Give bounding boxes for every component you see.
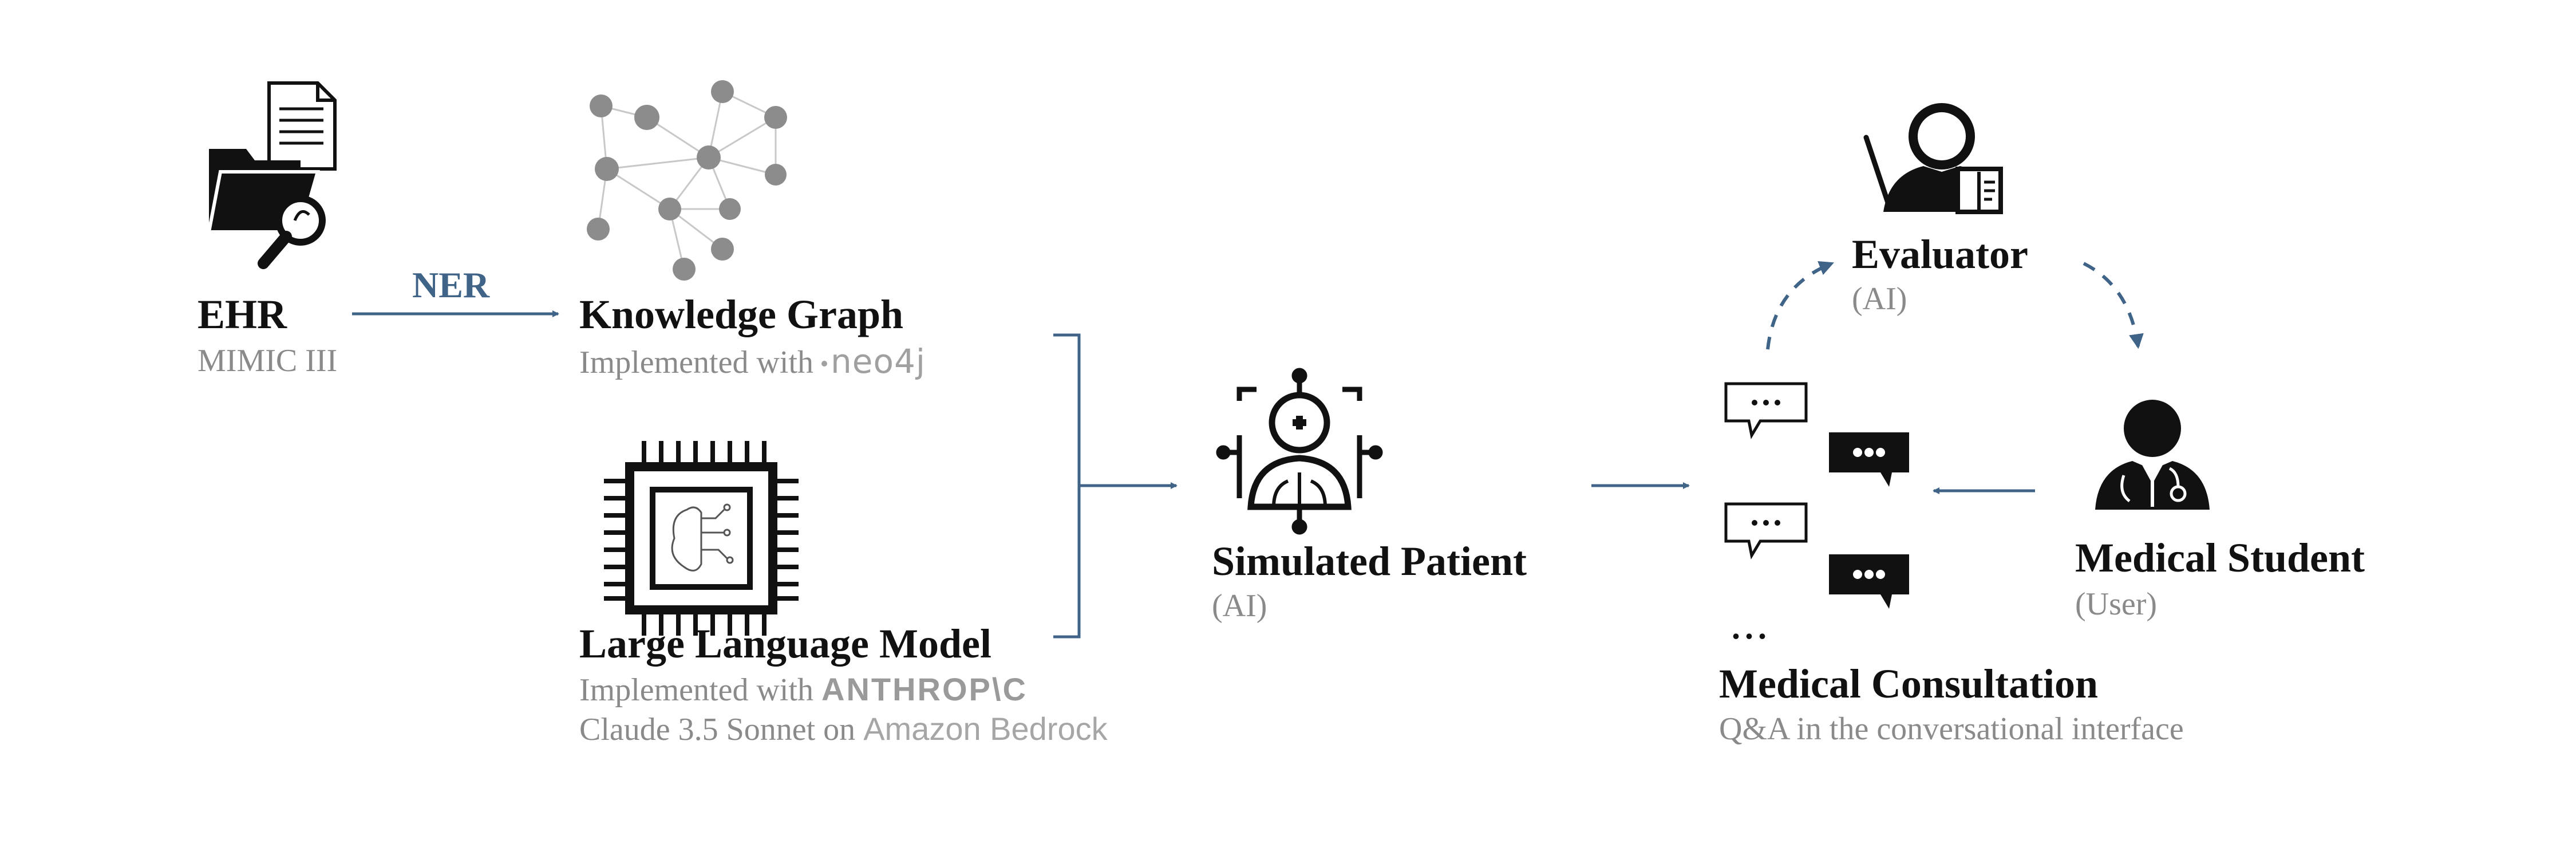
evaluator-title: Evaluator bbox=[1852, 231, 2029, 277]
evaluator-to-student-arrow bbox=[2083, 262, 2144, 349]
simulated-patient-title: Simulated Patient bbox=[1212, 538, 1527, 584]
evaluator-subtitle: (AI) bbox=[1852, 281, 1907, 317]
document-folder-search-icon bbox=[207, 81, 337, 269]
neo4j-dot-icon bbox=[821, 360, 828, 367]
merge-bracket bbox=[1053, 333, 1081, 639]
consultation-to-evaluator-arrow bbox=[1766, 261, 1835, 350]
medical-student-title: Medical Student bbox=[2075, 535, 2365, 581]
ner-label: NER bbox=[412, 265, 490, 305]
knowledge-graph-implemented-prefix: Implemented with bbox=[579, 345, 814, 380]
doctor-icon bbox=[2095, 400, 2210, 510]
neo4j-brand: neo4j bbox=[831, 342, 926, 381]
llm-title: Large Language Model bbox=[579, 621, 991, 667]
llm-model-line: Claude 3.5 Sonnet on Amazon Bedrock bbox=[579, 713, 1108, 746]
ehr-subtitle: MIMIC III bbox=[197, 343, 338, 379]
knowledge-graph-icon bbox=[587, 80, 787, 281]
medical-student-subtitle: (User) bbox=[2075, 586, 2158, 622]
consultation-title: Medical Consultation bbox=[1719, 661, 2099, 707]
llm-model-prefix: Claude 3.5 Sonnet on bbox=[579, 712, 856, 747]
simulated-patient-subtitle: (AI) bbox=[1212, 588, 1267, 624]
ehr-title: EHR bbox=[197, 291, 287, 337]
ai-patient-icon bbox=[1216, 368, 1383, 535]
chat-bubbles-icon bbox=[1724, 382, 1909, 609]
amazon-bedrock-brand: Amazon Bedrock bbox=[863, 711, 1108, 747]
evaluator-icon bbox=[1863, 103, 2003, 214]
anthropic-brand: ANTHROP\C bbox=[821, 671, 1028, 707]
knowledge-graph-subtitle: Implemented with neo4j bbox=[579, 345, 926, 379]
llm-implemented-prefix: Implemented with bbox=[579, 672, 814, 708]
knowledge-graph-title: Knowledge Graph bbox=[579, 291, 904, 337]
ai-chip-icon bbox=[604, 441, 799, 636]
consultation-subtitle: Q&A in the conversational interface bbox=[1719, 711, 2184, 747]
llm-subtitle: Implemented with ANTHROP\C bbox=[579, 671, 1028, 708]
neo4j-logo: neo4j bbox=[821, 342, 926, 381]
consultation-ellipsis: ... bbox=[1732, 608, 1771, 646]
